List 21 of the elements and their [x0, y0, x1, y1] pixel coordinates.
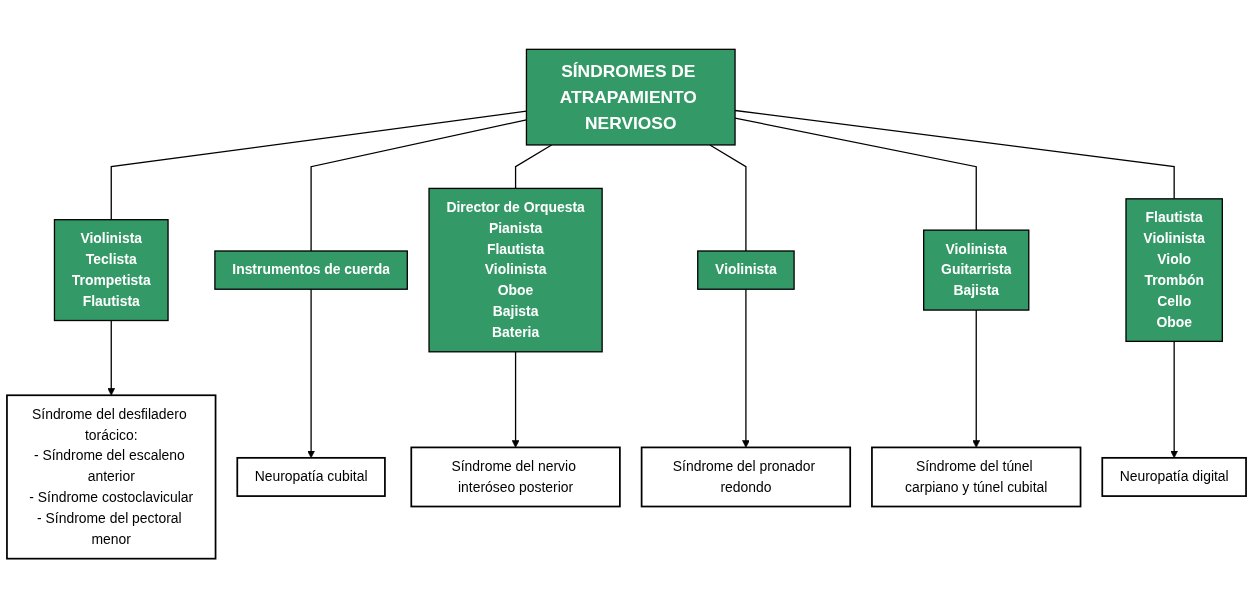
node-box: Neuropatía cubital [236, 456, 386, 497]
arrow [742, 288, 750, 448]
arrow [972, 309, 981, 448]
node-box: Director de Orquesta Pianista Flautista Violinista Oboe Bajista Bateria [428, 187, 603, 353]
node-box: Síndrome del túnel carpiano y túnel cubital [871, 446, 1082, 508]
connector [709, 144, 747, 252]
node-box: Síndrome del nervio interóseo posterior [410, 446, 621, 508]
node-box: Violinista Teclista Trompetista Flautista [53, 219, 169, 322]
node-box: Instrumentos de cuerda [214, 250, 408, 290]
arrow [1170, 340, 1178, 459]
arrow [307, 288, 315, 459]
node-box: Violinista Guitarrista Bajista [923, 229, 1030, 311]
connector [514, 144, 553, 190]
node-box: Síndrome del pronador redondo [640, 446, 852, 508]
node-box: SÍNDROMES DE ATRAPAMIENTO NERVIOSO [525, 48, 736, 146]
node-box: Violinista [697, 250, 795, 290]
node-box: Flautista Violinista Violo Trombón Cello Oboe [1125, 198, 1223, 342]
node-box: Neuropatía digital [1101, 456, 1247, 497]
arrow [511, 351, 520, 448]
arrow [107, 319, 116, 396]
node-box: Síndrome del desfiladero torácico: - Síndrome del escaleno anterior - Síndrome costoclavicular - Síndrome del pectoral menor [6, 394, 217, 560]
